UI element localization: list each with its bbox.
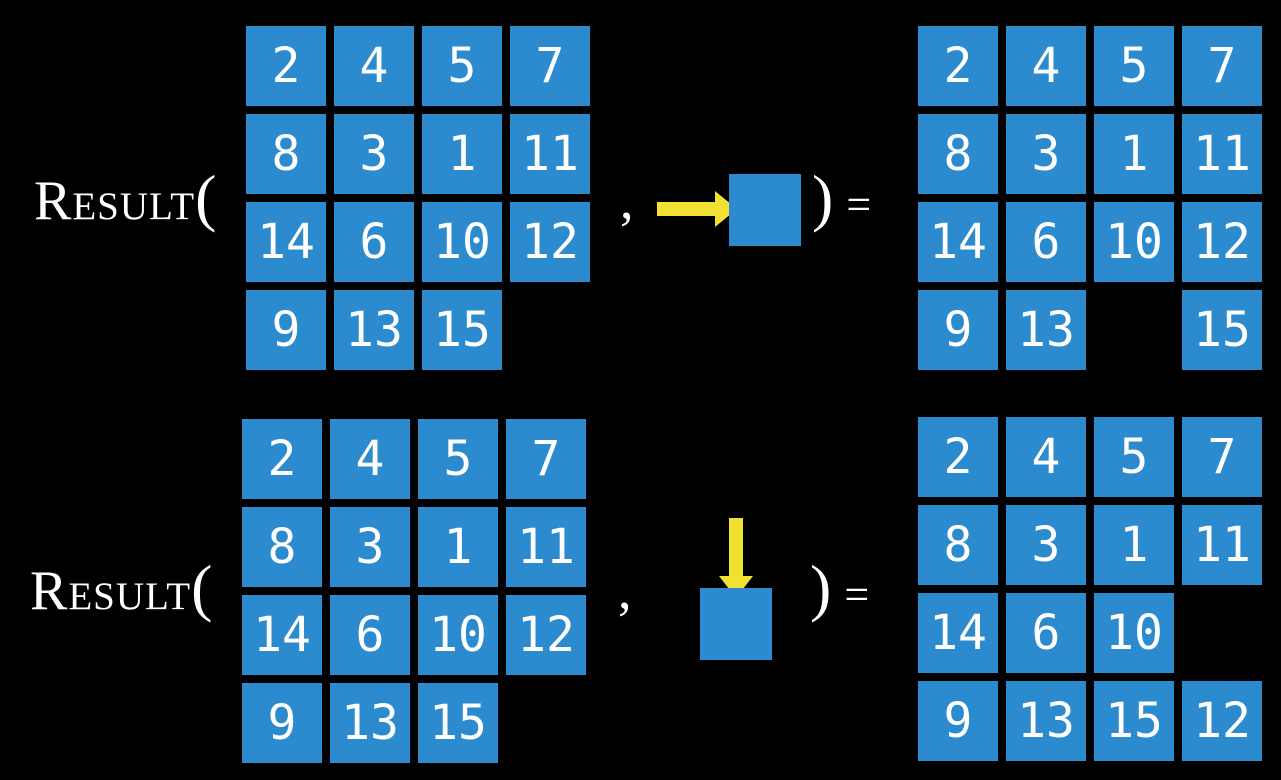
tile-3: 3: [334, 114, 414, 194]
tile-14: 14: [242, 595, 322, 675]
tile-8: 8: [918, 114, 998, 194]
equals-sign: =: [844, 570, 870, 619]
tile-11: 11: [510, 114, 590, 194]
empty-slot: [1094, 290, 1174, 370]
tile-3: 3: [1006, 114, 1086, 194]
tile-1: 1: [1094, 114, 1174, 194]
tile-10: 10: [1094, 593, 1174, 673]
tile-6: 6: [334, 202, 414, 282]
tile-9: 9: [918, 290, 998, 370]
tile-5: 5: [1094, 417, 1174, 497]
tile-10: 10: [422, 202, 502, 282]
tile-12: 12: [1182, 202, 1262, 282]
tile-14: 14: [918, 202, 998, 282]
tile-6: 6: [1006, 593, 1086, 673]
empty-slot: [1182, 593, 1262, 673]
arrow-right-icon: [657, 191, 737, 227]
tile-3: 3: [1006, 505, 1086, 585]
tile-2: 2: [242, 419, 322, 499]
tile-3: 3: [330, 507, 410, 587]
tile-4: 4: [1006, 26, 1086, 106]
close-paren: ): [812, 162, 834, 233]
tile-2: 2: [246, 26, 326, 106]
tile-4: 4: [334, 26, 414, 106]
function-name: Result: [34, 170, 196, 232]
action-move-down: [700, 518, 772, 660]
tile-6: 6: [1006, 202, 1086, 282]
tile-15: 15: [422, 290, 502, 370]
tile-11: 11: [1182, 114, 1262, 194]
tile-12: 12: [1182, 681, 1262, 761]
tile-11: 11: [506, 507, 586, 587]
empty-slot: [510, 290, 590, 370]
tile-13: 13: [1006, 681, 1086, 761]
equals-sign: =: [846, 180, 872, 229]
tile-4: 4: [1006, 417, 1086, 497]
tile-7: 7: [1182, 26, 1262, 106]
tile-8: 8: [918, 505, 998, 585]
tile-5: 5: [422, 26, 502, 106]
tile-1: 1: [418, 507, 498, 587]
tile-7: 7: [510, 26, 590, 106]
action-tile: [700, 588, 772, 660]
empty-slot: [506, 683, 586, 763]
tile-13: 13: [1006, 290, 1086, 370]
open-paren: (: [195, 162, 217, 233]
action-move-right: [657, 172, 803, 248]
tile-2: 2: [918, 26, 998, 106]
tile-1: 1: [422, 114, 502, 194]
tile-6: 6: [330, 595, 410, 675]
comma: ,: [618, 560, 632, 620]
tile-9: 9: [246, 290, 326, 370]
tile-5: 5: [418, 419, 498, 499]
tile-13: 13: [334, 290, 414, 370]
tile-7: 7: [1182, 417, 1262, 497]
close-paren-equals: )=: [812, 166, 871, 230]
tile-15: 15: [418, 683, 498, 763]
function-name: Result: [30, 560, 192, 622]
tile-13: 13: [330, 683, 410, 763]
action-tile: [729, 174, 801, 246]
tile-1: 1: [1094, 505, 1174, 585]
comma: ,: [620, 170, 634, 230]
tile-5: 5: [1094, 26, 1174, 106]
tile-10: 10: [1094, 202, 1174, 282]
tile-9: 9: [242, 683, 322, 763]
tile-11: 11: [1182, 505, 1262, 585]
arrow-down-icon: [719, 518, 753, 598]
tile-9: 9: [918, 681, 998, 761]
close-paren-equals: )=: [810, 556, 869, 620]
open-paren: (: [191, 552, 213, 623]
result-function-label: Result(: [34, 166, 216, 230]
tile-8: 8: [242, 507, 322, 587]
tile-15: 15: [1182, 290, 1262, 370]
tile-14: 14: [918, 593, 998, 673]
tile-2: 2: [918, 417, 998, 497]
result-function-label: Result(: [30, 556, 212, 620]
tile-7: 7: [506, 419, 586, 499]
tile-4: 4: [330, 419, 410, 499]
tile-15: 15: [1094, 681, 1174, 761]
tile-14: 14: [246, 202, 326, 282]
tile-12: 12: [510, 202, 590, 282]
tile-8: 8: [246, 114, 326, 194]
close-paren: ): [810, 552, 832, 623]
tile-12: 12: [506, 595, 586, 675]
tile-10: 10: [418, 595, 498, 675]
